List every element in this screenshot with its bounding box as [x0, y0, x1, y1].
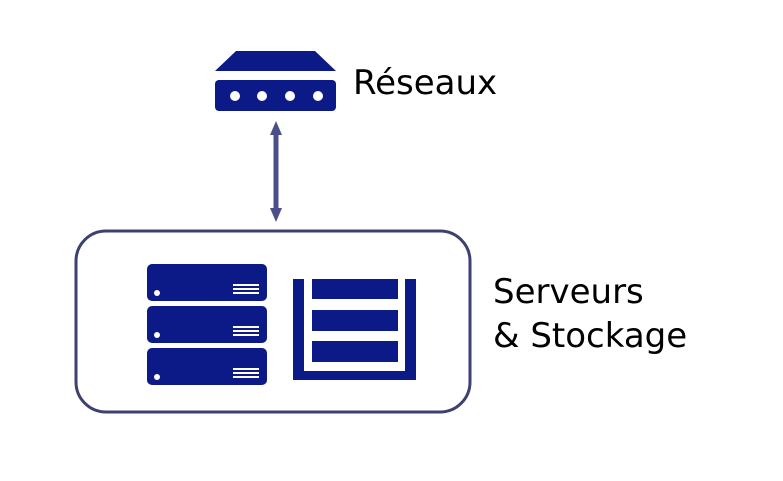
server-unit: [147, 264, 267, 301]
server-unit: [147, 348, 267, 385]
server-rack-icon: [147, 264, 267, 385]
network-switch-icon: [215, 51, 336, 111]
storage-shelf-icon: [293, 279, 416, 380]
servers-storage-label-line2: & Stockage: [493, 316, 687, 356]
network-label: Réseaux: [353, 63, 497, 103]
connection-arrow: [270, 121, 282, 222]
servers-storage-label-line1: Serveurs: [493, 272, 644, 312]
server-unit: [147, 306, 267, 343]
